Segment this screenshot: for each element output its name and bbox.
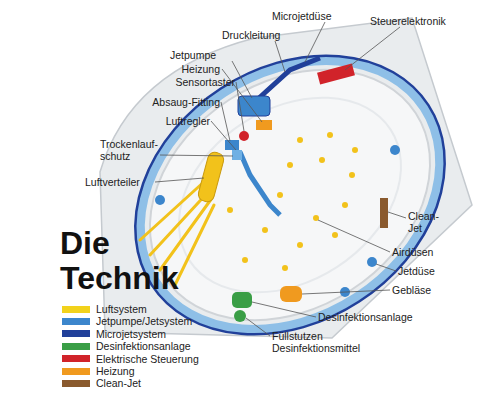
dry-run-guard [232,150,242,160]
air-distributor [197,151,225,203]
jet-nozzles [155,145,400,297]
legend-text: Jetpumpe/Jetsystem [96,315,192,327]
part-label: Druckleitung [222,29,312,41]
jet-pipe-ring [89,6,490,385]
blower [280,286,302,302]
part-label: Steuerelektronik [370,15,480,27]
legend-text: Elektrische Steuerung [96,353,199,365]
legend-swatch [62,306,90,313]
part-label: Luftverteiler [85,176,160,188]
part-label: Luftregler [120,115,210,127]
jet-pump [238,96,270,116]
legend-text: Microjetsystem [96,328,166,340]
part-label: Jetdüse [398,265,478,277]
legend-text: Clean-Jet [96,377,141,389]
legend-swatch [62,343,90,350]
legend-swatch [62,355,90,362]
part-label: Füllstutzen Desinfektionsmittel [272,330,390,354]
air-regulator-pipe [240,152,280,215]
legend-swatch [62,330,90,337]
part-label: Airdüsen [392,246,472,258]
part-label: Heizung [150,63,220,75]
legend-swatch [62,318,90,325]
air-nozzles [227,132,358,271]
legend-text: Luftsystem [96,303,147,315]
legend-swatch [62,380,90,387]
heater [256,120,272,130]
clean-jet [380,198,388,228]
diagram-title: Die Technik [60,226,210,296]
legend-text: Desinfektionsanlage [96,340,191,352]
legend-text: Heizung [96,365,135,377]
filler-neck [234,310,246,322]
microjet-pipe-ring [82,0,497,391]
disinfection-unit [232,292,252,308]
sensor-button [239,131,249,141]
part-label: Absaug-Fitting [120,96,220,108]
part-label: Sensortaster [150,76,235,88]
part-label: Desinfektionsanlage [318,311,458,323]
legend-swatch [62,368,90,375]
part-label: Jetpumpe [170,49,240,61]
part-label: Clean- Jet [408,210,446,234]
part-label: Microjetdüse [272,10,352,22]
part-label: Gebläse [392,284,472,296]
part-label: Trockenlauf- schutz [100,138,162,162]
